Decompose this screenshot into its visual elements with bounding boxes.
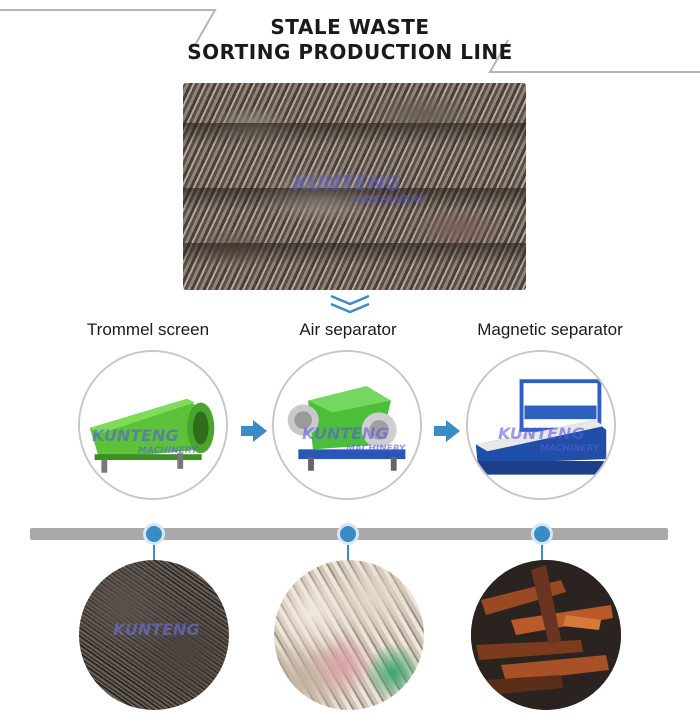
page-title-line-1: STALE WASTE — [270, 15, 430, 39]
arrow-right-icon — [241, 420, 267, 442]
soil-watermark: KUNTENG — [113, 620, 200, 639]
trommel-watermark-sub: MACHINERY — [138, 446, 198, 456]
light-waste-output-photo — [274, 560, 424, 710]
page-title-line-2: SORTING PRODUCTION LINE — [187, 40, 513, 64]
magnetic-watermark-sub: MACHINERY — [540, 444, 600, 454]
arrow-right-icon — [434, 420, 460, 442]
air-separator-watermark: KUNTENG — [302, 424, 389, 443]
stale-waste-landfill-photo: KUNTENG MACHINERY — [183, 83, 526, 290]
trommel-watermark: KUNTENG — [92, 426, 179, 445]
hero-watermark-sub: MACHINERY — [353, 193, 426, 206]
scrap-metal-output-photo — [471, 560, 621, 710]
stage-label-magnetic-separator: Magnetic separator — [477, 320, 623, 339]
timeline-connector — [541, 545, 543, 561]
header-decoration-right — [488, 39, 700, 73]
air-separator-machine-photo: KUNTENG MACHINERY — [272, 350, 422, 500]
timeline-connector — [347, 545, 349, 561]
double-chevron-down-icon — [330, 294, 370, 314]
magnetic-separator-machine-photo: KUNTENG MACHINERY — [466, 350, 616, 500]
header-decoration-left — [0, 9, 217, 46]
timeline-node-trommel — [143, 523, 165, 545]
magnetic-watermark: KUNTENG — [498, 424, 585, 443]
hero-watermark: KUNTENG — [293, 171, 402, 195]
timeline-node-magnetic — [531, 523, 553, 545]
stage-label-air-separator: Air separator — [299, 320, 397, 339]
trommel-screen-machine-photo: KUNTENG MACHINERY — [78, 350, 228, 500]
air-separator-watermark-sub: MACHINERY — [346, 444, 406, 454]
stage-label-trommel-screen: Trommel screen — [86, 320, 210, 339]
timeline-connector — [153, 545, 155, 561]
soil-output-photo: KUNTENG — [79, 560, 229, 710]
timeline-node-air-separator — [337, 523, 359, 545]
